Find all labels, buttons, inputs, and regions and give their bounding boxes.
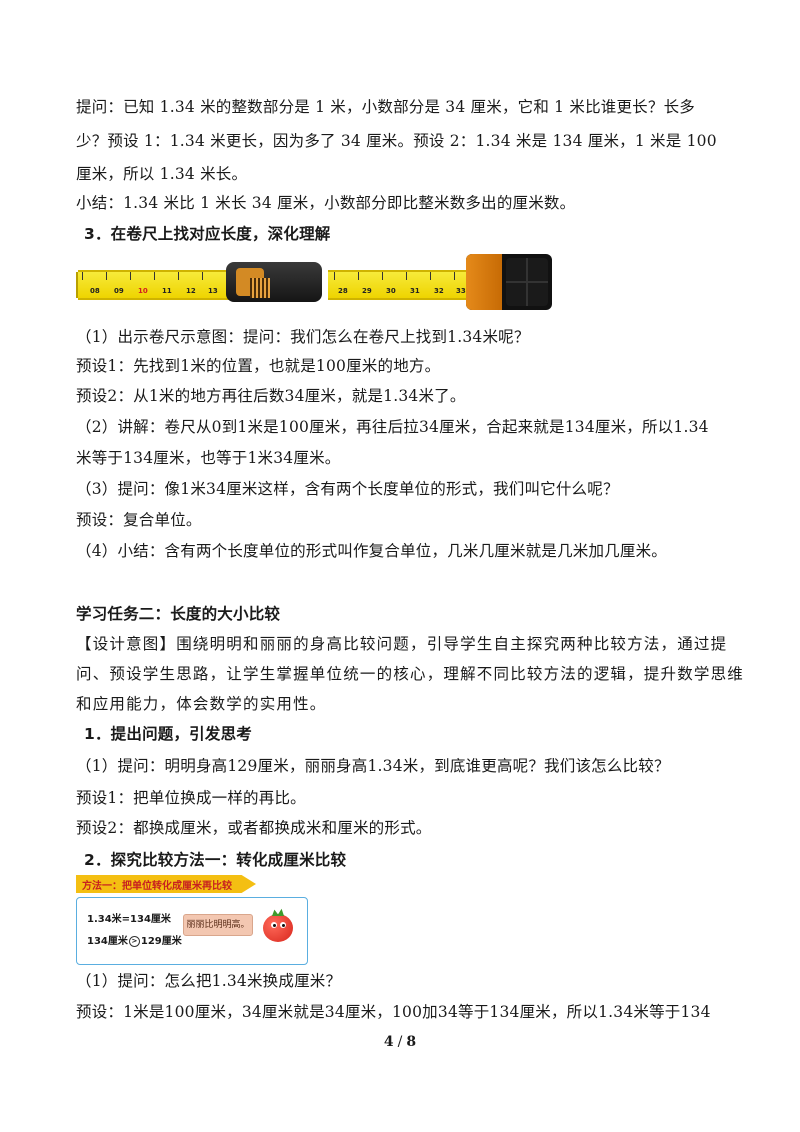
preset-line: 预设2：从1米的地方再往后数34厘米，就是1.34米了。	[76, 387, 466, 405]
section-heading: 1．提出问题，引发思考	[84, 725, 252, 743]
preset-line: 预设：1米是100厘米，34厘米就是34厘米，100加34等于134厘米，所以1…	[76, 1003, 711, 1021]
design-line: 【设计意图】围绕明明和丽丽的身高比较问题，引导学生自主探究两种比较方法，通过提	[76, 635, 728, 653]
page-number: 4/8	[0, 1034, 800, 1050]
question-line: 米等于134厘米，也等于1米34厘米。	[76, 449, 341, 467]
method-one-figure: 方法一：把单位转化成厘米再比较 1.34米=134厘米 134厘米>129厘米 …	[76, 875, 308, 965]
method-banner-text: 方法一：把单位转化成厘米再比较	[82, 881, 232, 892]
tape-number: 11	[162, 287, 172, 295]
comparison-line: 134厘米>129厘米	[87, 932, 182, 947]
task-title: 学习任务二：长度的大小比较	[76, 605, 281, 623]
method-banner: 方法一：把单位转化成厘米再比较	[76, 875, 256, 893]
summary-line: （4）小结：含有两个长度单位的形式叫作复合单位，几米几厘米就是几米加几厘米。	[76, 542, 667, 560]
comparison-right: 129厘米	[140, 936, 182, 947]
tape-number: 32	[434, 287, 444, 295]
greater-than-sign: >	[128, 935, 140, 947]
preset-line: 预设1：把单位换成一样的再比。	[76, 789, 306, 807]
question-line: （2）讲解：卷尺从0到1米是100厘米，再往后拉34厘米，合起来就是134厘米，…	[76, 418, 709, 436]
tape-number: 29	[362, 287, 372, 295]
tomato-character-icon	[261, 908, 295, 944]
tape-number: 30	[386, 287, 396, 295]
conversion-line: 1.34米=134厘米	[87, 914, 171, 925]
section-heading: 3．在卷尺上找对应长度，深化理解	[84, 225, 331, 243]
question-line: （1）提问：怎么把1.34米换成厘米？	[76, 972, 342, 990]
tape-measure-figure: 08 09 10 11 12 13 1 28 29 30 31 32 33	[76, 250, 556, 312]
preset-line: 预设：复合单位。	[76, 511, 202, 529]
section-heading: 2．探究比较方法一：转化成厘米比较	[84, 851, 347, 869]
preset-line: 预设2：都换成厘米，或者都换成米和厘米的形式。	[76, 819, 432, 837]
summary-line: 小结：1.34 米比 1 米长 34 厘米，小数部分即比整米数多出的厘米数。	[76, 194, 576, 212]
question-line: （1）提问：明明身高129厘米，丽丽身高1.34米，到底谁更高呢？我们该怎么比较…	[76, 757, 670, 775]
tape-strip-left: 08 09 10 11 12 13 1	[78, 270, 246, 300]
paragraph-line: 少？预设 1：1.34 米更长，因为多了 34 厘米。预设 2：1.34 米是 …	[76, 132, 717, 150]
design-line: 和应用能力，体会数学的实用性。	[76, 695, 327, 713]
paragraph-line: 提问：已知 1.34 米的整数部分是 1 米，小数部分是 34 厘米，它和 1 …	[76, 98, 695, 116]
tape-case	[466, 254, 552, 310]
question-line: （3）提问：像1米34厘米这样，含有两个长度单位的形式，我们叫它什么呢？	[76, 480, 619, 498]
paragraph-line: 厘米，所以 1.34 米长。	[76, 165, 248, 183]
page-current: 4	[383, 1034, 394, 1050]
tape-number: 28	[338, 287, 348, 295]
tape-number: 13	[208, 287, 218, 295]
tape-number: 31	[410, 287, 420, 295]
tape-number: 09	[114, 287, 124, 295]
tape-strip-right: 28 29 30 31 32 33	[328, 270, 470, 300]
tape-number: 33	[456, 287, 466, 295]
tape-number: 08	[90, 287, 100, 295]
tape-number: 12	[186, 287, 196, 295]
method-box: 1.34米=134厘米 134厘米>129厘米 丽丽比明明高。	[76, 897, 308, 965]
design-line: 问、预设学生思路，让学生掌握单位统一的核心，理解不同比较方法的逻辑，提升数学思维	[76, 665, 745, 683]
preset-line: 预设1：先找到1米的位置，也就是100厘米的地方。	[76, 357, 441, 375]
question-line: （1）出示卷尺示意图：提问：我们怎么在卷尺上找到1.34米呢？	[76, 328, 530, 346]
comparison-left: 134厘米	[87, 936, 128, 947]
tape-number: 10	[138, 287, 148, 295]
speech-bubble: 丽丽比明明高。	[183, 914, 253, 936]
page-total: 8	[406, 1034, 417, 1050]
page-separator: /	[397, 1034, 403, 1050]
tape-clip	[226, 262, 322, 302]
